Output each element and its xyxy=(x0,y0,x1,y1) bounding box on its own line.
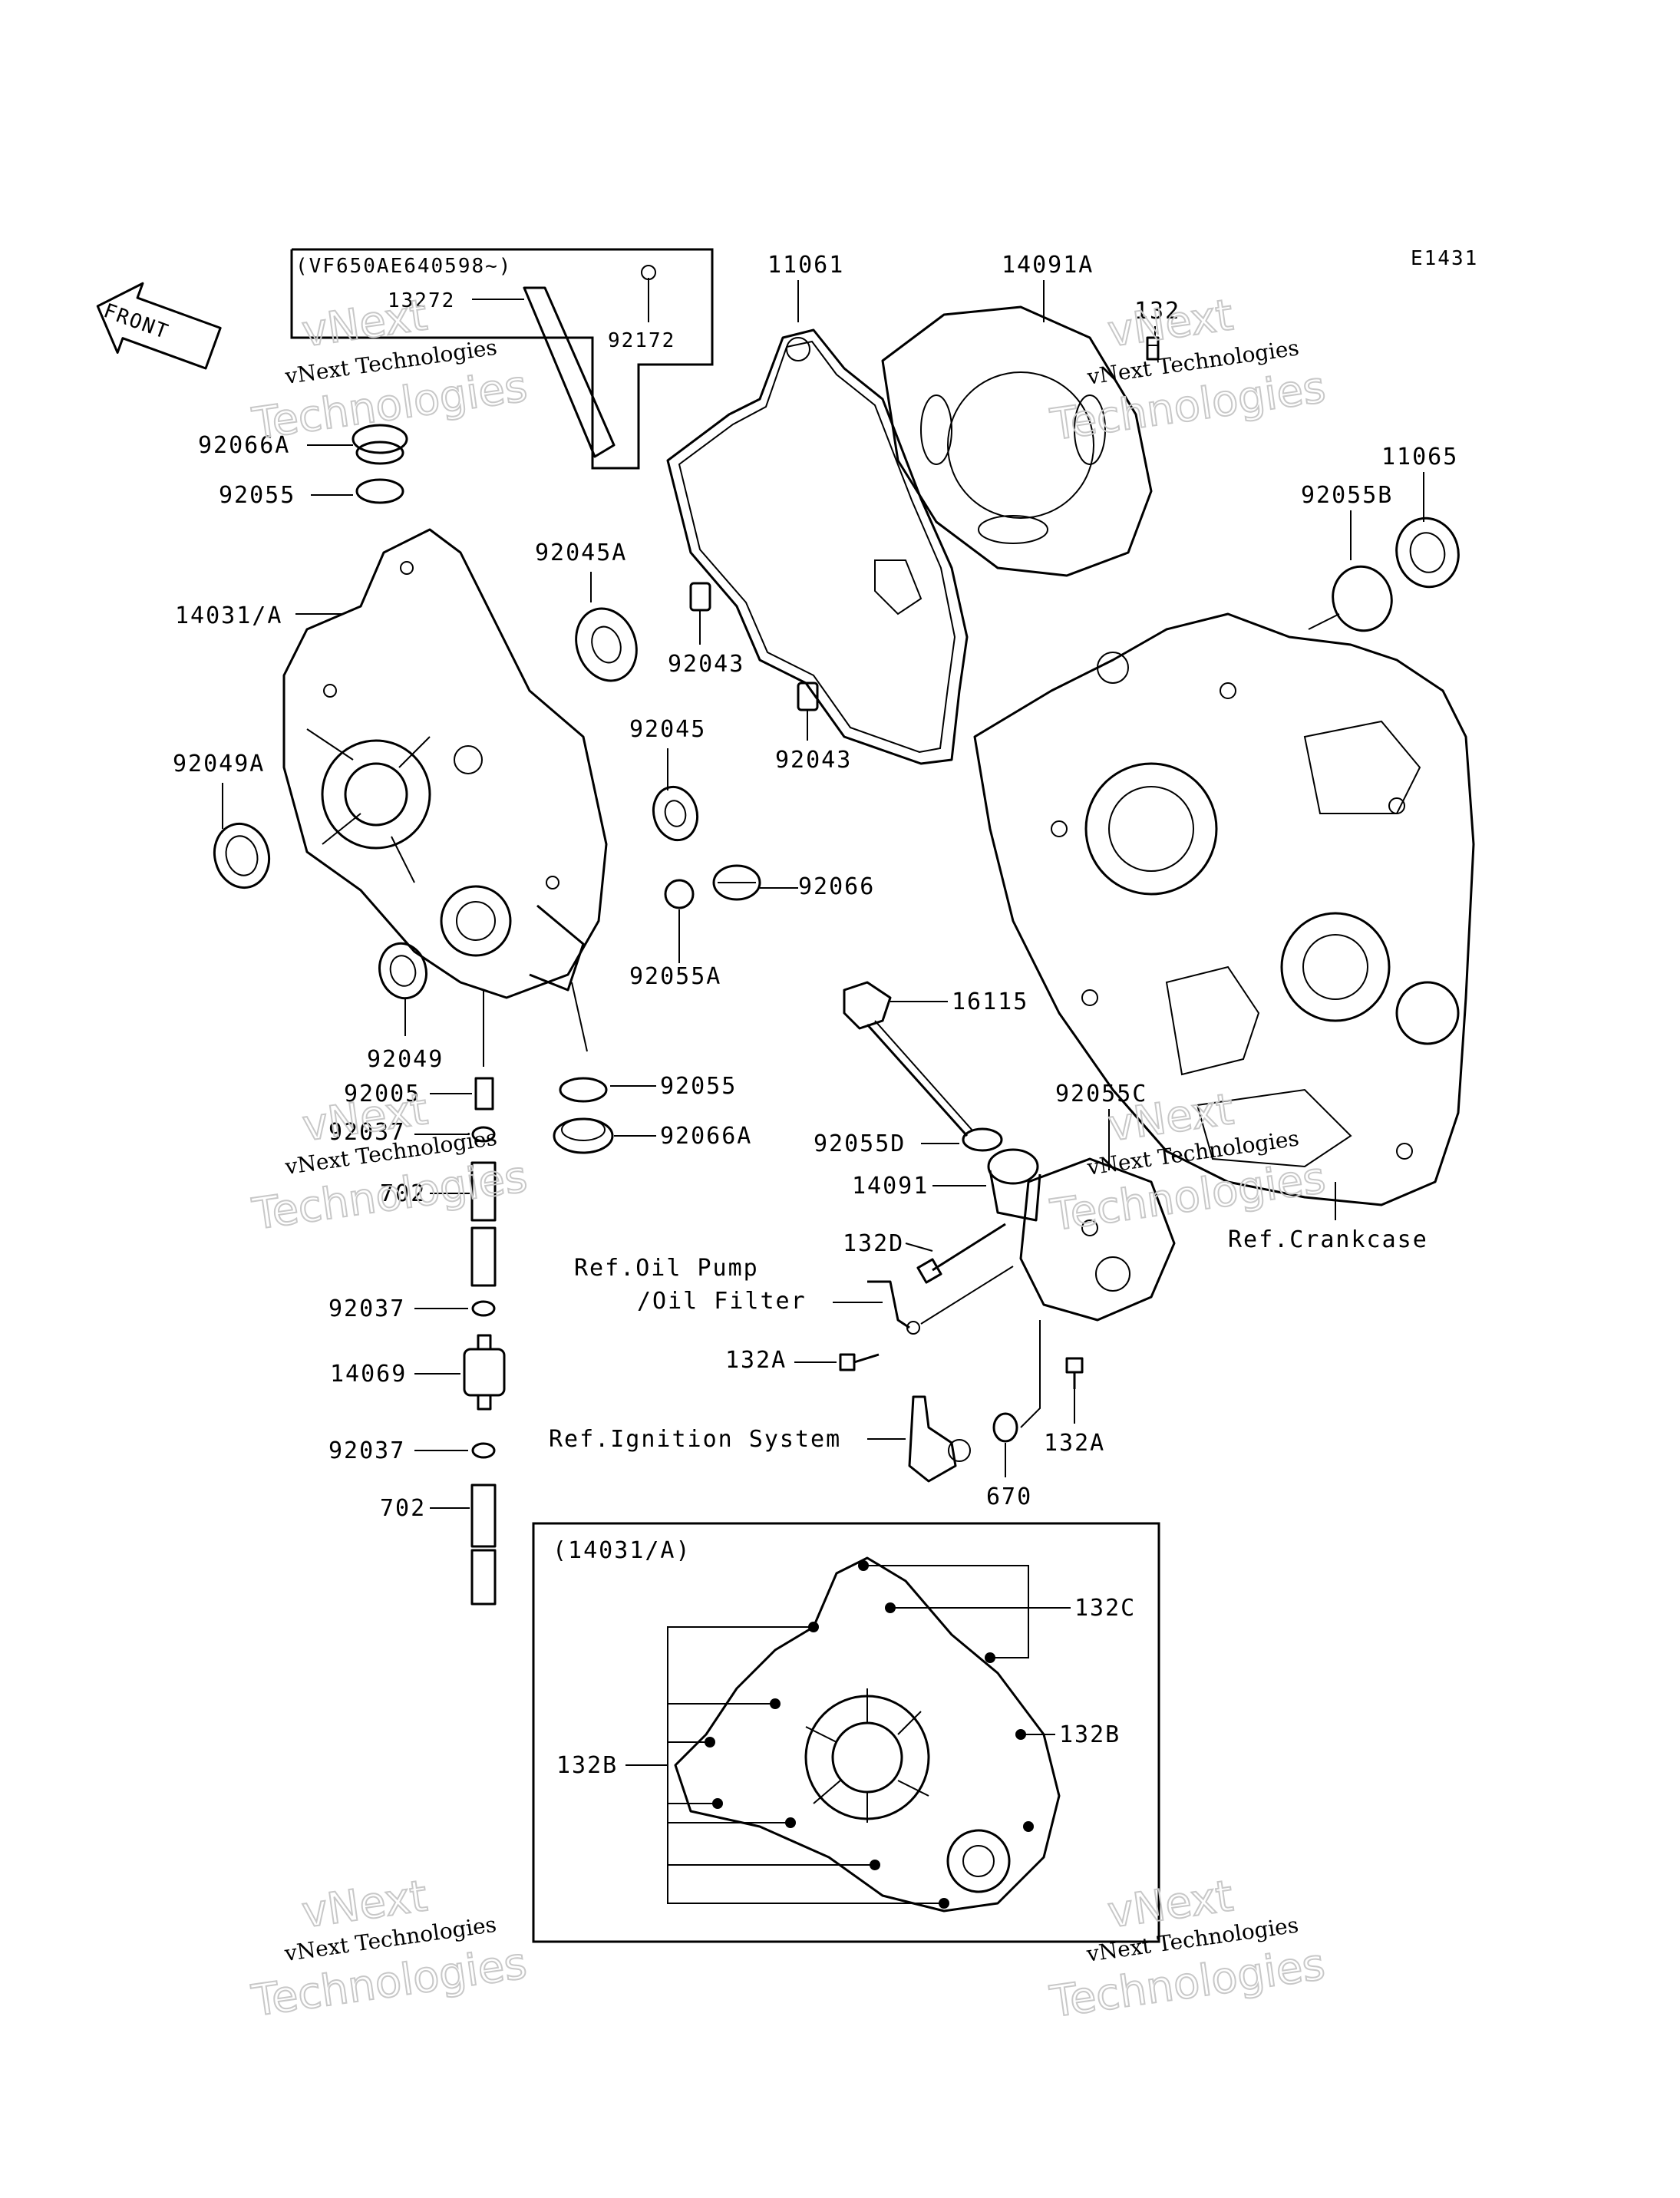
dowel-92005 xyxy=(474,1077,494,1111)
label-14091: 14091 xyxy=(852,1173,929,1200)
oil-pipe xyxy=(867,1266,1014,1335)
label-14031A: 14031/A xyxy=(175,602,282,629)
label-16115: 16115 xyxy=(952,988,1028,1015)
label-92055-top: 92055 xyxy=(219,482,295,509)
label-92043-a: 92043 xyxy=(668,651,744,678)
clamp-92037-b xyxy=(471,1300,496,1317)
label-132-top: 132 xyxy=(1134,298,1180,325)
dowel-92043-a xyxy=(689,582,711,612)
ref-oil-pump-1: Ref.Oil Pump xyxy=(574,1255,759,1282)
crankcase xyxy=(973,612,1475,1206)
filter-14069 xyxy=(463,1334,506,1411)
inset-generator-cover xyxy=(674,1556,1061,1913)
diagram-code: E1431 xyxy=(1411,247,1478,270)
plug-92066A-top xyxy=(352,424,408,465)
label-11061: 11061 xyxy=(767,252,844,279)
seal-11065 xyxy=(1395,516,1460,589)
label-92037-b: 92037 xyxy=(328,1295,405,1322)
label-702-b: 702 xyxy=(380,1495,426,1522)
label-92055C: 92055C xyxy=(1055,1081,1147,1107)
label-14091A: 14091A xyxy=(1002,252,1094,279)
label-670: 670 xyxy=(986,1483,1032,1510)
watermark-top-left: vNext vNext Technologies Technologies xyxy=(249,289,531,450)
oring-92055A xyxy=(664,879,695,909)
watermark-bottom-left: vNext vNext Technologies Technologies xyxy=(248,1870,530,2027)
serial-note-box xyxy=(290,248,714,470)
dipstick-16115 xyxy=(843,981,974,1137)
label-92066: 92066 xyxy=(798,873,875,900)
oring-92055-top xyxy=(355,478,404,504)
gasket-11061 xyxy=(666,328,969,765)
label-92066A-top: 92066A xyxy=(198,432,290,459)
watermark-mid-left: vNext vNext Technologies Technologies xyxy=(249,1084,531,1240)
bracket-13272 xyxy=(523,265,656,458)
label-92045: 92045 xyxy=(629,716,706,743)
label-702-a: 702 xyxy=(380,1180,426,1207)
hose-702-a xyxy=(470,1161,497,1287)
cover-14091 xyxy=(987,1148,1176,1322)
seal-92049A xyxy=(213,822,271,889)
inset-box xyxy=(532,1522,1160,1943)
label-132B-left: 132B xyxy=(556,1752,618,1779)
oring-92055D xyxy=(962,1127,1003,1152)
label-92055-mid: 92055 xyxy=(660,1073,737,1100)
label-92049A: 92049A xyxy=(173,751,265,777)
bolt-132-top xyxy=(1146,336,1160,361)
plate-14091A xyxy=(881,305,1153,577)
ref-ignition: Ref.Ignition System xyxy=(549,1426,841,1453)
label-132A-a: 132A xyxy=(725,1347,787,1374)
ref-oil-pump-2: /Oil Filter xyxy=(637,1288,807,1315)
label-14069: 14069 xyxy=(330,1361,407,1388)
label-13272: 13272 xyxy=(388,289,455,312)
label-92037-c: 92037 xyxy=(328,1437,405,1464)
label-92037-a: 92037 xyxy=(328,1119,405,1146)
oring-670 xyxy=(992,1412,1018,1443)
sensor xyxy=(908,1395,971,1483)
oring-92055B xyxy=(1332,565,1393,632)
label-92043-b: 92043 xyxy=(775,747,852,774)
bolt-132A-a xyxy=(839,1353,880,1371)
label-132A-b: 132A xyxy=(1044,1430,1105,1457)
serial-note: (VF650AE640598~) xyxy=(295,255,512,278)
label-92066A-mid: 92066A xyxy=(660,1123,752,1150)
label-132B-right: 132B xyxy=(1059,1721,1121,1748)
front-arrow-icon: FRONT xyxy=(96,282,222,370)
clamp-92037-c xyxy=(471,1442,496,1459)
label-92172: 92172 xyxy=(608,329,675,352)
seal-92049 xyxy=(378,942,427,1000)
watermark-top-right: vNext vNext Technologies Technologies xyxy=(1047,289,1329,451)
bolt-132D xyxy=(916,1223,1006,1284)
label-92045A: 92045A xyxy=(535,540,627,566)
label-132D: 132D xyxy=(843,1230,904,1257)
generator-cover-14031A xyxy=(282,528,608,999)
ref-crankcase: Ref.Crankcase xyxy=(1228,1226,1428,1253)
label-92055A: 92055A xyxy=(629,963,721,990)
clamp-92037-a xyxy=(471,1126,496,1143)
label-92005: 92005 xyxy=(344,1081,421,1107)
watermark-bottom-right: vNext vNext Technologies Technologies xyxy=(1046,1870,1328,2028)
oring-92055-mid xyxy=(559,1077,608,1103)
label-11065: 11065 xyxy=(1381,444,1458,470)
label-92055D: 92055D xyxy=(814,1130,906,1157)
bearing-92045 xyxy=(652,785,699,842)
label-92055B: 92055B xyxy=(1301,482,1393,509)
label-92049: 92049 xyxy=(367,1046,444,1073)
inset-title: (14031/A) xyxy=(553,1537,691,1564)
plug-92066 xyxy=(712,864,761,901)
plug-92066A-mid xyxy=(553,1117,614,1154)
bearing-92045A xyxy=(575,607,638,682)
hose-702-b xyxy=(470,1483,497,1606)
bolt-132A-b xyxy=(1065,1357,1084,1389)
label-132C: 132C xyxy=(1074,1595,1136,1622)
